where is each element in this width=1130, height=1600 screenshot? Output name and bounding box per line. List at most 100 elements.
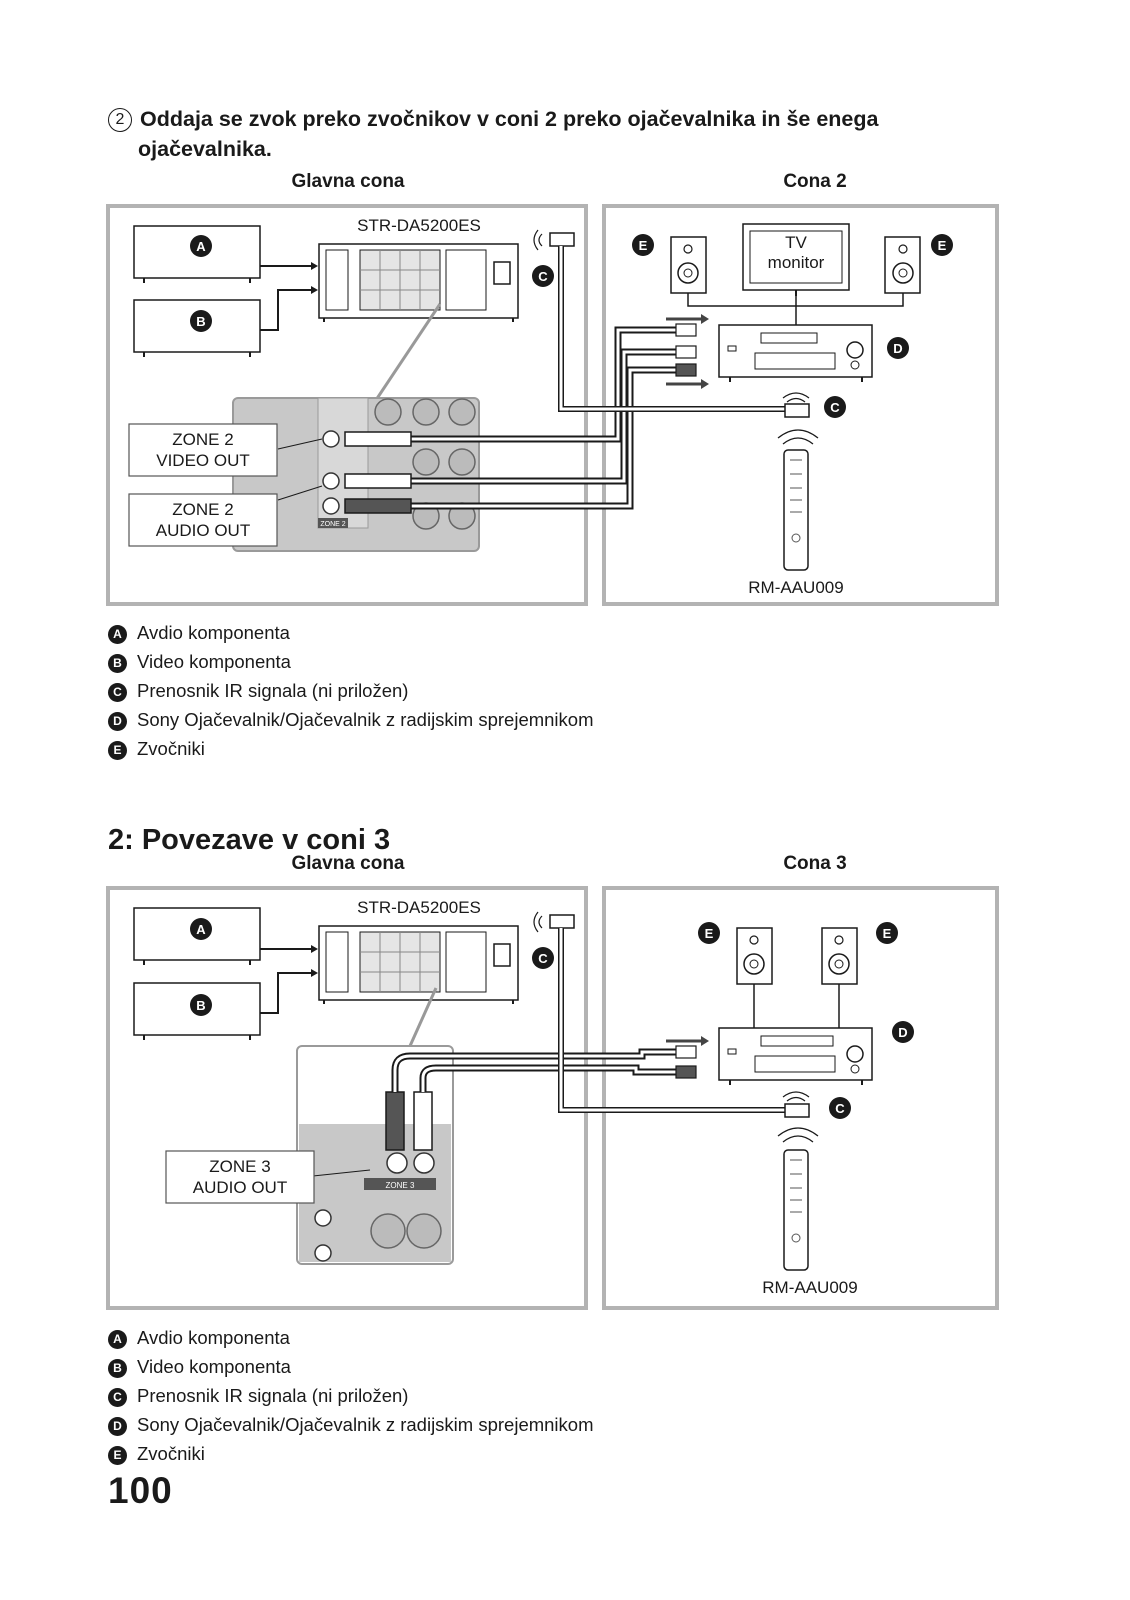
speaker-left [670,236,707,294]
svg-text:D: D [893,341,902,356]
callout-zone2-audio-out: ZONE 2 AUDIO OUT [128,485,323,547]
svg-text:ZONE 2: ZONE 2 [172,430,233,449]
legend-marker: E [108,741,127,760]
legend-text: Video komponenta [137,1356,291,1377]
legend-text: Avdio komponenta [137,622,290,643]
legend-marker: C [108,683,127,702]
subsection-heading: 2 Oddaja se zvok preko zvočnikov v coni 2… [108,104,1008,164]
marker-d: D [887,337,909,359]
svg-text:B: B [196,998,205,1013]
svg-text:ZONE 3: ZONE 3 [386,1181,415,1190]
marker-c-bottom: C [824,396,846,418]
svg-text:A: A [196,922,206,937]
marker-a: A [190,918,212,940]
tv-monitor: TV monitor [742,223,850,296]
receiver-model-label: STR-DA5200ES [357,216,481,235]
legend-marker: C [108,1388,127,1407]
diagram1-main-zone-label: Glavna cona [291,171,405,192]
svg-text:monitor: monitor [768,253,825,272]
ir-blaster-receiver [782,392,810,418]
svg-text:E: E [639,238,648,253]
ir-blaster-receiver [782,1091,810,1118]
svg-text:E: E [883,926,892,941]
callout-zone2-video-out: ZONE 2 VIDEO OUT [128,423,323,477]
remote-control [777,1127,819,1271]
svg-text:C: C [835,1101,845,1116]
svg-text:VIDEO OUT: VIDEO OUT [156,451,250,470]
marker-d: D [892,1021,914,1043]
svg-text:TV: TV [785,233,807,252]
svg-text:E: E [938,238,947,253]
audio-plug-right [344,498,412,514]
legend-marker: D [108,1417,127,1436]
legend-text: Sony Ojačevalnik/Ojačevalnik z radijskim… [137,1414,594,1435]
legend-text: Zvočniki [137,738,205,759]
marker-e-right: E [876,922,898,944]
audio-plug-left [413,1091,433,1151]
legend-marker: E [108,1446,127,1465]
legend-text: Prenosnik IR signala (ni priložen) [137,1385,409,1406]
legend-text: Sony Ojačevalnik/Ojačevalnik z radijskim… [137,709,594,730]
marker-e-right: E [931,234,953,256]
diagram2-main-zone-label: Glavna cona [291,853,405,874]
legend-text: Video komponenta [137,651,291,672]
remote-model-label: RM-AAU009 [748,578,843,597]
amplifier-d [718,324,873,382]
cable-b [260,289,316,331]
amplifier-d [718,1027,873,1085]
ir-blaster-emitter [533,229,575,251]
legend-item: D Sony Ojačevalnik/Ojačevalnik z radijski… [108,1410,594,1439]
zone3-frame [602,886,999,1310]
zone2-frame [602,204,999,606]
diagram2-zone3-label: Cona 3 [783,853,847,874]
zone3-jack-panel-closeup: ZONE 3 [296,1045,454,1265]
section-title: 2: Povezave v coni 3 [108,824,391,856]
audio-plug-right [385,1091,405,1151]
svg-text:D: D [898,1025,907,1040]
diagram1-zone2-label: Cona 2 [783,171,847,192]
svg-text:ZONE 3: ZONE 3 [209,1157,270,1176]
zone2-connection-diagram: A B STR-DA5200ES ZONE 2 [106,204,999,606]
svg-text:C: C [830,400,840,415]
marker-c-bottom: C [829,1097,851,1119]
svg-text:B: B [196,314,205,329]
subsection-title-line2: ojačevalnika. [138,137,272,161]
video-plug [344,431,412,447]
legend-marker: D [108,712,127,731]
speaker-left [736,927,773,985]
legend-item: E Zvočniki [108,1439,594,1468]
ir-blaster-emitter [533,911,575,933]
marker-c-top: C [532,265,554,287]
cable-b [260,972,316,1014]
signal-direction-arrows [666,314,709,389]
speaker-right [821,927,858,985]
main-zone-frame [106,204,588,606]
signal-direction-arrow [666,1036,709,1046]
svg-text:ZONE 2: ZONE 2 [320,521,345,528]
step-number: 2 [108,108,132,132]
svg-text:AUDIO OUT: AUDIO OUT [156,521,250,540]
svg-text:C: C [538,951,548,966]
marker-e-left: E [632,234,654,256]
legend-marker: A [108,1330,127,1349]
remote-control [777,429,819,571]
legend-text: Zvočniki [137,1443,205,1464]
audio-plug-left [344,473,412,489]
svg-text:C: C [538,269,548,284]
legend-item: C Prenosnik IR signala (ni priložen) [108,676,594,705]
legend-text: Prenosnik IR signala (ni priložen) [137,680,409,701]
zoom-indicator [408,987,438,1047]
subsection-title-line1: Oddaja se zvok preko zvočnikov v coni 2 … [140,107,879,131]
zone3-connection-diagram: A B STR-DA5200ES ZONE 3 [106,886,999,1310]
marker-b: B [190,310,212,332]
receiver-rear-panel [318,243,519,322]
receiver-model-label: STR-DA5200ES [357,898,481,917]
marker-b: B [190,994,212,1016]
legend-item: D Sony Ojačevalnik/Ojačevalnik z radijski… [108,705,594,734]
marker-a: A [190,235,212,257]
